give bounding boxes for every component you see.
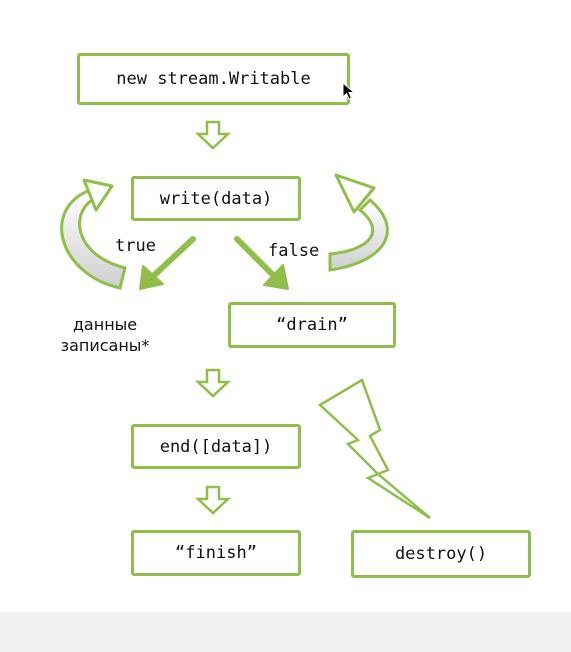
down-arrow-3 (194, 485, 232, 515)
node-drain: “drain” (228, 302, 396, 348)
false-arrow (234, 236, 289, 290)
true-label: true (115, 236, 156, 256)
right-loop-arrow (328, 173, 389, 272)
node-destroy-label: destroy() (394, 544, 488, 564)
node-write-label: write(data) (159, 188, 273, 209)
written-note: данные записаны* (40, 314, 170, 356)
node-constructor-label: new stream.Writable (116, 69, 311, 89)
true-arrow (139, 236, 196, 290)
bottom-band (0, 612, 571, 652)
written-note-line1: данные (72, 315, 138, 334)
written-note-line2: записаны* (60, 336, 150, 355)
node-end: end([data]) (131, 424, 301, 469)
mouse-cursor-icon (342, 82, 356, 100)
node-constructor: new stream.Writable (77, 53, 350, 105)
node-drain-label: “drain” (276, 315, 348, 335)
node-finish: “finish” (131, 530, 301, 576)
left-loop-arrow (60, 178, 127, 290)
down-arrow-2 (194, 368, 232, 398)
false-label: false (268, 241, 320, 261)
lightning-bolt (317, 378, 431, 520)
down-arrow-1 (194, 120, 232, 150)
node-write: write(data) (131, 176, 301, 221)
node-end-label: end([data]) (159, 436, 273, 457)
node-finish-label: “finish” (175, 543, 257, 563)
node-destroy: destroy() (351, 530, 531, 578)
